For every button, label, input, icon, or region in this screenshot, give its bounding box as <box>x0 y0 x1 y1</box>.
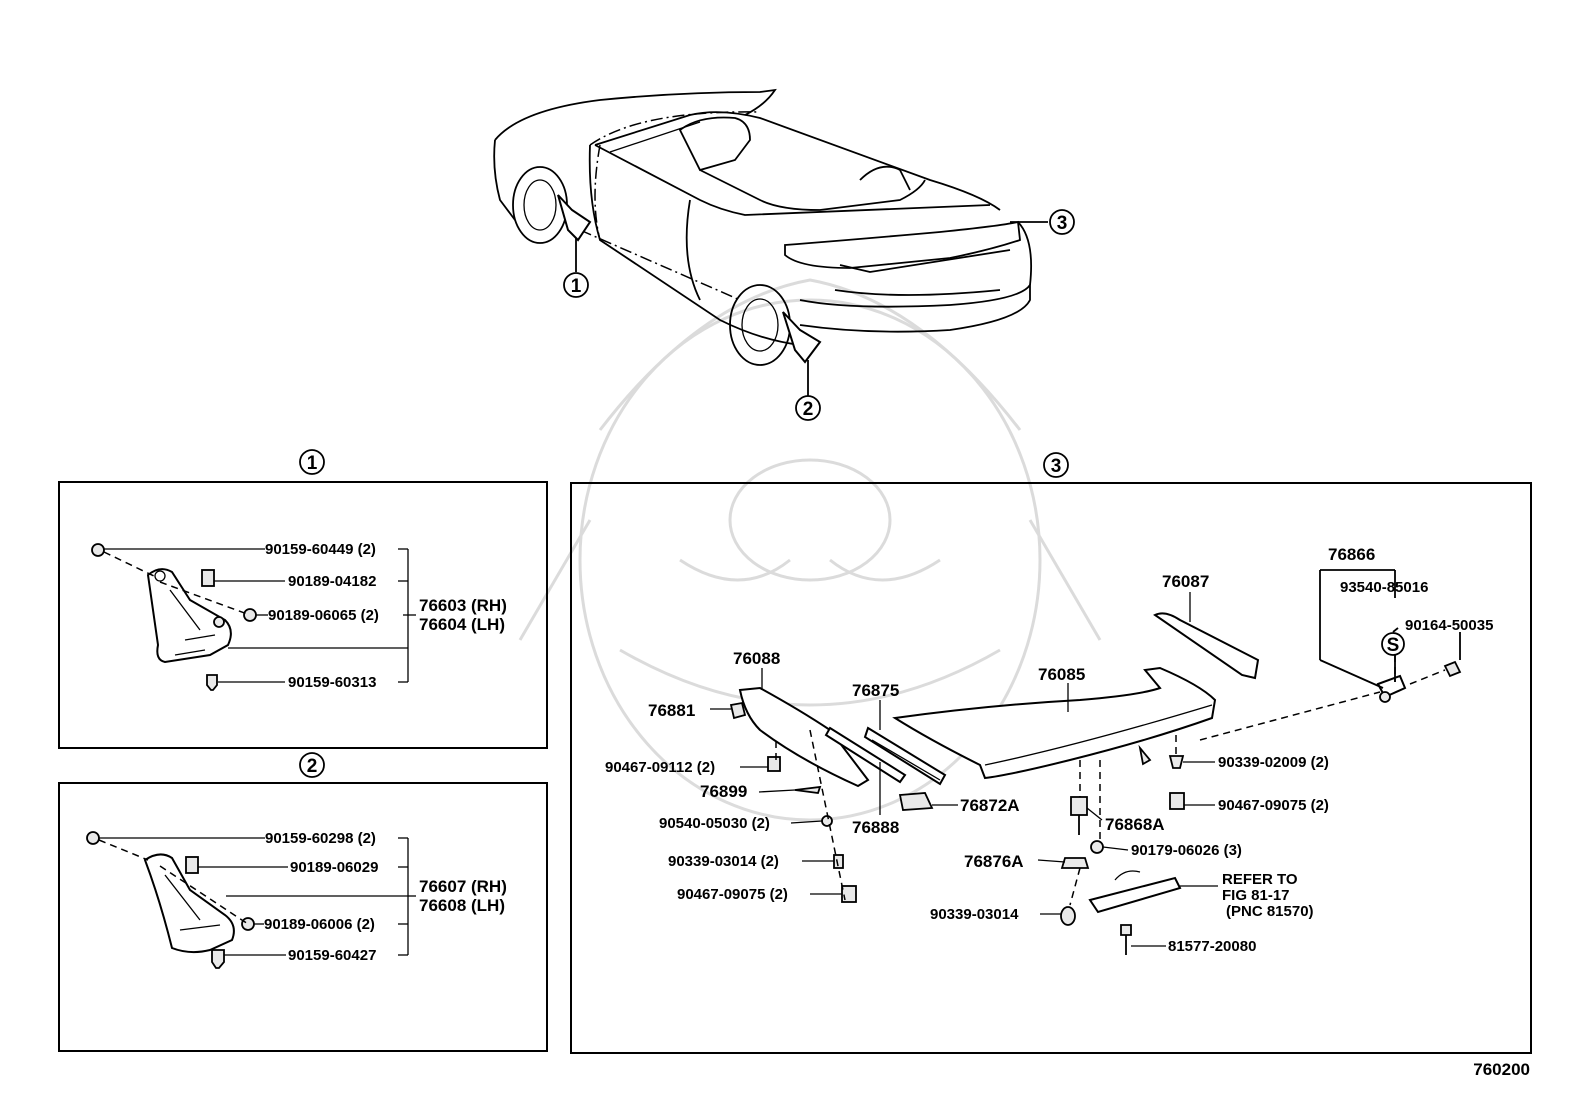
part-label-76085: 76085 <box>1038 665 1085 684</box>
part-label-90467-09075-left: 90467-09075 (2) <box>677 886 788 903</box>
part-label-90467-09112: 90467-09112 (2) <box>605 759 715 776</box>
svg-text:1: 1 <box>571 276 582 297</box>
part-label: 90189-04182 <box>288 573 376 590</box>
assembly-label-lh: 76608 (LH) <box>419 896 505 915</box>
part-label-90339-02009: 90339-02009 (2) <box>1218 754 1329 771</box>
part-label-76088: 76088 <box>733 649 780 668</box>
part-label-76868A: 76868A <box>1105 815 1165 834</box>
part-label-76888: 76888 <box>852 818 899 837</box>
part-label-76872A: 76872A <box>960 796 1020 815</box>
nut-icon <box>243 608 257 622</box>
clip-icon <box>91 543 105 557</box>
section-2-box: 2 90159-60298 (2) 90189-06029 90189-0600… <box>58 752 548 1052</box>
part-label: 90189-06029 <box>290 859 378 876</box>
figure-number: 760200 <box>1473 1060 1530 1079</box>
callout-2-car: 2 <box>795 395 821 421</box>
callout-3-car: 3 <box>1049 209 1075 235</box>
refer-note-line1: REFER TO <box>1222 871 1298 888</box>
part-label-76881: 76881 <box>648 701 695 720</box>
nut-icon <box>201 569 215 587</box>
section-1-box: 1 90159-60449 (2) 90189-04182 90189-0606… <box>58 449 548 749</box>
part-label-90540: 90540-05030 (2) <box>659 815 770 832</box>
watermark-logo <box>518 278 1102 822</box>
part-label: 90159-60298 (2) <box>265 830 376 847</box>
car-overview-illustration <box>493 88 1048 396</box>
part-label-90339-03014-2: 90339-03014 (2) <box>668 853 779 870</box>
part-label-90179: 90179-06026 (3) <box>1131 842 1242 859</box>
nut-icon <box>185 856 199 874</box>
refer-note-line3: (PNC 81570) <box>1226 903 1314 920</box>
svg-text:1: 1 <box>307 453 318 474</box>
part-label-90467-09075-right: 90467-09075 (2) <box>1218 797 1329 814</box>
part-label: 90159-60427 <box>288 947 376 964</box>
svg-text:3: 3 <box>1051 456 1062 477</box>
part-label-81577: 81577-20080 <box>1168 938 1256 955</box>
part-label-76875: 76875 <box>852 681 899 700</box>
part-label-76087: 76087 <box>1162 572 1209 591</box>
part-label: 90189-06065 (2) <box>268 607 379 624</box>
part-label-90164: 90164-50035 <box>1405 617 1493 634</box>
callout-1-car: 1 <box>563 272 589 298</box>
section-3-box: 3 <box>570 452 1532 1054</box>
nut-icon <box>241 917 255 931</box>
part-label-93540: 93540-85016 <box>1340 579 1428 596</box>
part-label: 90159-60313 <box>288 674 376 691</box>
assembly-label-rh: 76607 (RH) <box>419 877 507 896</box>
part-label: 90189-06006 (2) <box>264 916 375 933</box>
s-marker: S <box>1387 635 1400 656</box>
svg-text:3: 3 <box>1057 213 1068 234</box>
refer-note-line2: FIG 81-17 <box>1222 887 1290 904</box>
svg-text:2: 2 <box>803 399 814 420</box>
part-label-90339-03014: 90339-03014 <box>930 906 1019 923</box>
assembly-label-lh: 76604 (LH) <box>419 615 505 634</box>
high-mount-stop-lamp <box>1088 876 1182 914</box>
screw-icon <box>211 949 225 969</box>
part-label: 90159-60449 (2) <box>265 541 376 558</box>
washer-icon <box>213 616 225 628</box>
screw-icon <box>206 674 218 691</box>
part-label-76876A: 76876A <box>964 852 1024 871</box>
spoiler-side-76088 <box>738 686 870 788</box>
rear-spoiler-part <box>892 666 1217 780</box>
part-label-76899: 76899 <box>700 782 747 801</box>
assembly-label-rh: 76603 (RH) <box>419 596 507 615</box>
clip-icon <box>86 831 100 845</box>
spoiler-cover-76087 <box>1153 612 1260 680</box>
part-label-76866: 76866 <box>1328 545 1375 564</box>
svg-text:2: 2 <box>307 756 318 777</box>
